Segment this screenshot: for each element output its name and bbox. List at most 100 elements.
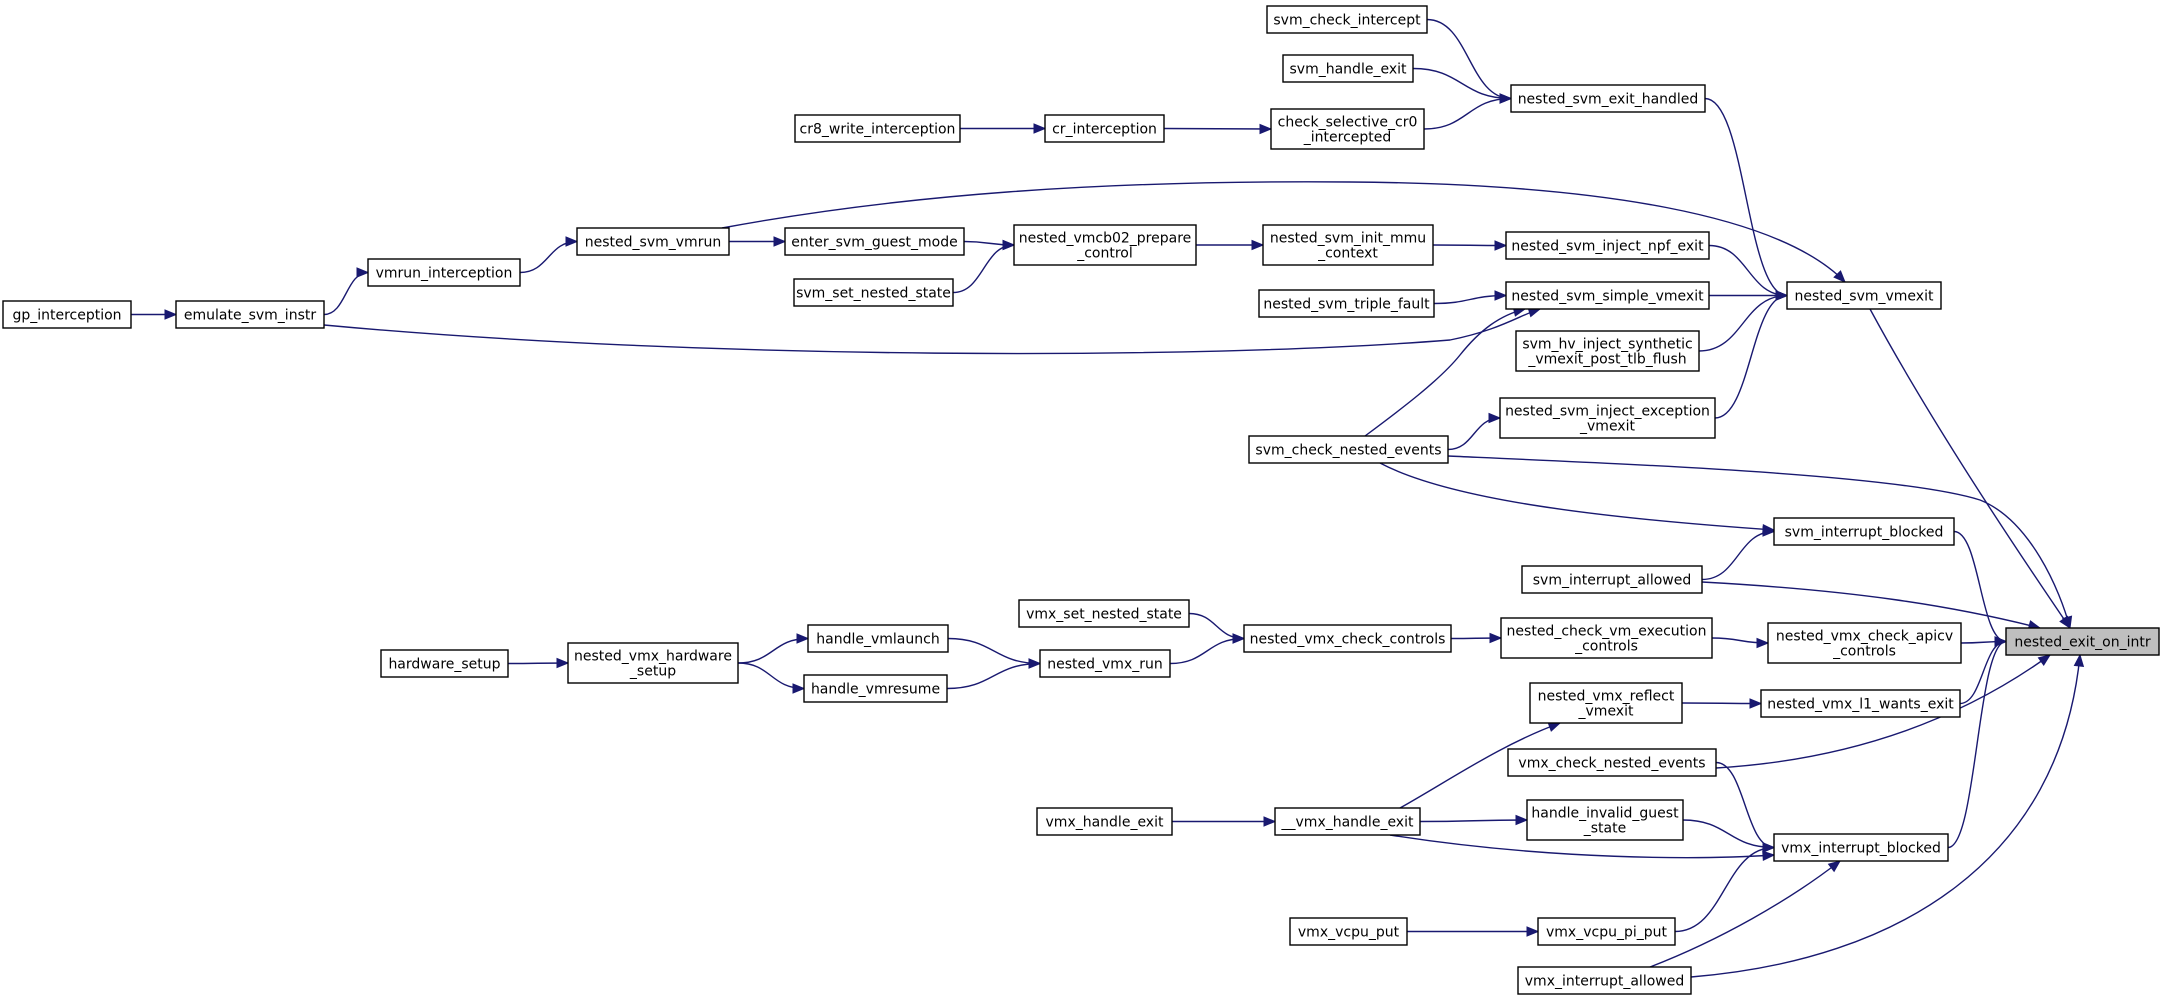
node-nested-svm-vmexit[interactable]: nested_svm_vmexit <box>1786 281 1942 310</box>
node-nested-svm-exit-handled[interactable]: nested_svm_exit_handled <box>1510 84 1706 113</box>
node-box[interactable] <box>2 300 132 329</box>
node-nested-vmx-reflect-vmexit[interactable]: nested_vmx_reflect_vmexit <box>1529 682 1683 724</box>
node-label: handle_invalid_guest <box>1531 806 1679 822</box>
node-label: __vmx_handle_exit <box>1281 815 1414 831</box>
node-box[interactable] <box>1036 807 1173 836</box>
node-svm-check-nested-events[interactable]: svm_check_nested_events <box>1248 435 1449 464</box>
node-vmx-set-nested-state[interactable]: vmx_set_nested_state <box>1018 599 1190 628</box>
node-box[interactable] <box>1258 289 1435 318</box>
node-nested-check-vm-execution-controls[interactable]: nested_check_vm_execution_controls <box>1500 617 1713 659</box>
node-box[interactable] <box>1018 599 1190 628</box>
node-vmx-interrupt-allowed[interactable]: vmx_interrupt_allowed <box>1517 966 1692 995</box>
node-nested-vmcb02-prepare-control[interactable]: nested_vmcb02_prepare_control <box>1013 224 1197 266</box>
node-box[interactable] <box>1767 622 1962 664</box>
node-box[interactable] <box>567 642 739 684</box>
node-box[interactable] <box>1786 281 1942 310</box>
node-box[interactable] <box>1243 624 1452 653</box>
node-box[interactable] <box>1537 917 1676 946</box>
node-cr8-write-interception[interactable]: cr8_write_interception <box>794 114 961 143</box>
node-box[interactable] <box>1521 565 1703 594</box>
node-box[interactable] <box>1274 807 1421 836</box>
node-box[interactable] <box>1507 748 1717 777</box>
edge-nested_svm_exit_handled-to-nested_svm_vmexit <box>1704 97 1789 301</box>
node-nested-svm-init-mmu-context[interactable]: nested_svm_init_mmu_context <box>1262 224 1434 266</box>
node-box[interactable] <box>1044 114 1165 143</box>
node-nested-svm-simple-vmexit[interactable]: nested_svm_simple_vmexit <box>1505 281 1710 310</box>
node-nested-svm-triple-fault[interactable]: nested_svm_triple_fault <box>1258 289 1435 318</box>
node-label: nested_svm_vmexit <box>1795 289 1934 305</box>
node-box[interactable] <box>1270 108 1425 150</box>
node-handle-vmresume[interactable]: handle_vmresume <box>803 674 948 703</box>
node-box[interactable] <box>1529 682 1683 724</box>
node-box[interactable] <box>1760 689 1961 718</box>
node-gp-interception[interactable]: gp_interception <box>2 300 132 329</box>
node-vmrun-interception[interactable]: vmrun_interception <box>367 258 521 287</box>
node-box[interactable] <box>1517 966 1692 995</box>
node-box[interactable] <box>1499 397 1716 439</box>
node-handle-vmlaunch[interactable]: handle_vmlaunch <box>807 624 949 653</box>
node-box[interactable] <box>1013 224 1197 266</box>
node-label: nested_svm_inject_npf_exit <box>1511 239 1704 255</box>
node-box[interactable] <box>1526 799 1684 841</box>
node-vmx-check-nested-events[interactable]: vmx_check_nested_events <box>1507 748 1717 777</box>
node-svm-interrupt-blocked[interactable]: svm_interrupt_blocked <box>1773 517 1955 546</box>
node-nested-svm-inject-exception-vmexit[interactable]: nested_svm_inject_exception_vmexit <box>1499 397 1716 439</box>
node-nested-vmx-l1-wants-exit[interactable]: nested_vmx_l1_wants_exit <box>1760 689 1961 718</box>
node-box[interactable] <box>794 114 961 143</box>
node---vmx-handle-exit[interactable]: __vmx_handle_exit <box>1274 807 1421 836</box>
node-nested-vmx-check-apicv-controls[interactable]: nested_vmx_check_apicv_controls <box>1767 622 1962 664</box>
arrowhead-icon <box>1488 412 1502 424</box>
node-box[interactable] <box>784 227 965 256</box>
node-box[interactable] <box>793 278 954 307</box>
node-svm-hv-inject-synthetic-vmexit-post-tlb-flush[interactable]: svm_hv_inject_synthetic_vmexit_post_tlb_… <box>1515 330 1700 372</box>
node-box[interactable] <box>2005 627 2160 656</box>
node-box[interactable] <box>1262 224 1434 266</box>
arrowhead-icon <box>773 236 787 247</box>
node-cr-interception[interactable]: cr_interception <box>1044 114 1165 143</box>
node-nested-vmx-hardware-setup[interactable]: nested_vmx_hardware_setup <box>567 642 739 684</box>
node-box[interactable] <box>380 649 509 678</box>
node-box[interactable] <box>175 300 325 329</box>
node-nested-vmx-check-controls[interactable]: nested_vmx_check_controls <box>1243 624 1452 653</box>
node-svm-interrupt-allowed[interactable]: svm_interrupt_allowed <box>1521 565 1703 594</box>
node-box[interactable] <box>1515 330 1700 372</box>
node-svm-handle-exit[interactable]: svm_handle_exit <box>1282 54 1414 83</box>
node-box[interactable] <box>1039 649 1171 678</box>
node-nested-svm-inject-npf-exit[interactable]: nested_svm_inject_npf_exit <box>1505 231 1710 260</box>
node-box[interactable] <box>807 624 949 653</box>
node-box[interactable] <box>803 674 948 703</box>
node-emulate-svm-instr[interactable]: emulate_svm_instr <box>175 300 325 329</box>
node-nested-svm-vmrun[interactable]: nested_svm_vmrun <box>576 227 730 256</box>
edge-svm_hv_inject_synthetic_vmexit_post_tlb_flush-to-nested_svm_vmexit <box>1698 290 1789 352</box>
edge-vmrun_interception-to-nested_svm_vmrun <box>519 236 579 274</box>
node-svm-check-intercept[interactable]: svm_check_intercept <box>1266 5 1428 34</box>
node-box[interactable] <box>1500 617 1713 659</box>
node-vmx-handle-exit[interactable]: vmx_handle_exit <box>1036 807 1173 836</box>
node-box[interactable] <box>576 227 730 256</box>
node-box[interactable] <box>1282 54 1414 83</box>
node-svm-set-nested-state[interactable]: svm_set_nested_state <box>793 278 954 307</box>
node-box[interactable] <box>1289 917 1408 946</box>
node-box[interactable] <box>1248 435 1449 464</box>
node-vmx-vcpu-pi-put[interactable]: vmx_vcpu_pi_put <box>1537 917 1676 946</box>
node-vmx-interrupt-blocked[interactable]: vmx_interrupt_blocked <box>1773 833 1949 862</box>
node-nested-exit-on-intr[interactable]: nested_exit_on_intr <box>2005 627 2160 656</box>
node-box[interactable] <box>1510 84 1706 113</box>
edge-nested_vmx_run-to-nested_vmx_check_controls <box>1169 633 1246 665</box>
node-box[interactable] <box>367 258 521 287</box>
node-box[interactable] <box>1505 231 1710 260</box>
node-nested-vmx-run[interactable]: nested_vmx_run <box>1039 649 1171 678</box>
node-label: vmx_vcpu_put <box>1298 925 1400 941</box>
node-hardware-setup[interactable]: hardware_setup <box>380 649 509 678</box>
node-box[interactable] <box>1266 5 1428 34</box>
node-label: svm_handle_exit <box>1290 62 1407 78</box>
node-box[interactable] <box>1773 517 1955 546</box>
node-check-selective-cr0-intercepted[interactable]: check_selective_cr0_intercepted <box>1270 108 1425 150</box>
node-box[interactable] <box>1773 833 1949 862</box>
arrowhead-icon <box>792 683 806 694</box>
node-enter-svm-guest-mode[interactable]: enter_svm_guest_mode <box>784 227 965 256</box>
node-box[interactable] <box>1505 281 1710 310</box>
node-handle-invalid-guest-state[interactable]: handle_invalid_guest_state <box>1526 799 1684 841</box>
node-vmx-vcpu-put[interactable]: vmx_vcpu_put <box>1289 917 1408 946</box>
